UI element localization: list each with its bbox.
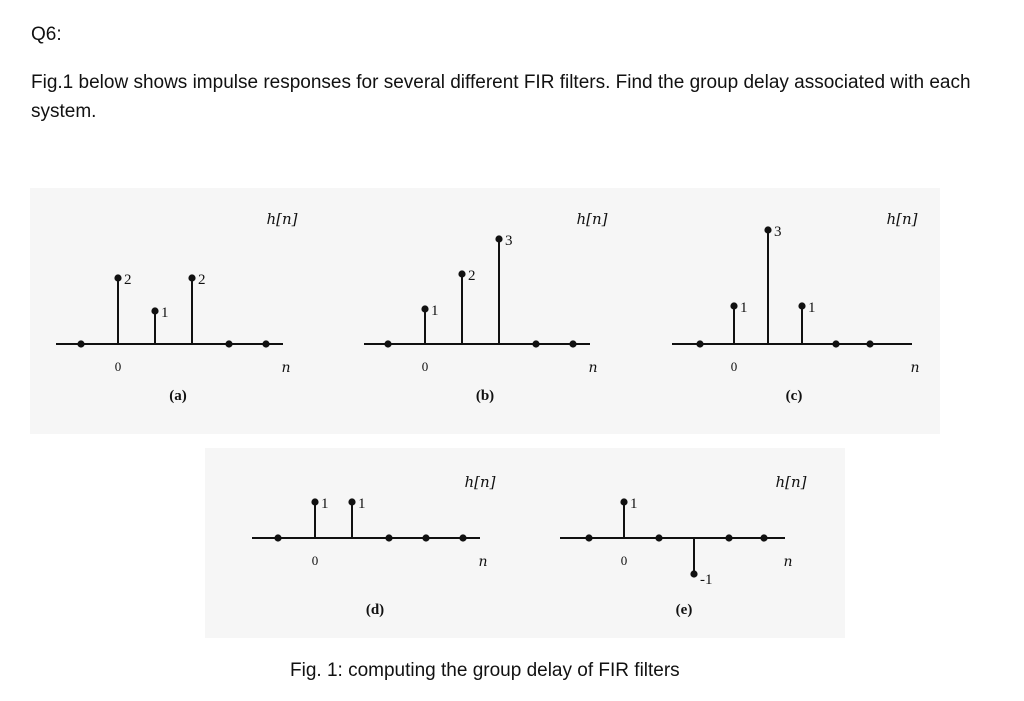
- stem-marker: [151, 307, 159, 315]
- stem-marker: [459, 534, 467, 542]
- h-n-title: h[n]: [775, 473, 806, 491]
- panel-letter: (b): [476, 388, 494, 404]
- stem-value-label: -1: [700, 572, 713, 588]
- h-n-title: h[n]: [886, 210, 917, 228]
- panel-letter: (d): [366, 602, 384, 618]
- stem-plot-d: 1 1 0 n h[n] (d): [252, 473, 496, 618]
- stem-plot-c: 1 3 1 0 n h[n] (c): [672, 210, 920, 404]
- stem-marker: [585, 534, 593, 542]
- stem-plot-b: 1 2 3 0 n h[n] (b): [364, 210, 608, 404]
- stem-value-label: 3: [505, 233, 513, 249]
- stem-value-label: 1: [740, 300, 748, 316]
- stem-marker: [421, 305, 429, 313]
- stem-value-label: 1: [321, 496, 329, 512]
- stem-value-label: 2: [198, 272, 206, 288]
- n-axis-label: n: [783, 554, 792, 570]
- stem-marker: [569, 340, 577, 348]
- stem-value-label: 2: [124, 272, 132, 288]
- stem-marker: [764, 226, 772, 234]
- figure-panel-top: [30, 188, 940, 434]
- stem-value-label: 2: [468, 268, 476, 284]
- stem-value-label: 3: [774, 224, 782, 240]
- question-text: Fig.1 below shows impulse responses for …: [31, 72, 971, 122]
- h-n-title: h[n]: [266, 210, 297, 228]
- stem-value-label: 1: [358, 496, 366, 512]
- stem-marker: [225, 340, 233, 348]
- question-number: Q6:: [31, 24, 62, 45]
- stem-marker: [832, 340, 840, 348]
- stem-marker: [866, 340, 874, 348]
- stem-marker: [532, 340, 540, 348]
- stem-marker: [760, 534, 768, 542]
- panel-letter: (c): [786, 388, 803, 404]
- stem-marker: [384, 340, 392, 348]
- stem-marker: [262, 340, 270, 348]
- origin-label: 0: [115, 359, 122, 374]
- stem-marker: [274, 534, 282, 542]
- stem-plot-e: 1 -1 0 n h[n] (e): [560, 473, 807, 618]
- stem-marker: [458, 270, 466, 278]
- stem-value-label: 1: [431, 303, 439, 319]
- stem-marker: [620, 498, 628, 506]
- stem-marker: [730, 302, 738, 310]
- stem-marker: [655, 534, 663, 542]
- stem-marker: [696, 340, 704, 348]
- origin-label: 0: [621, 553, 628, 568]
- stem-value-label: 1: [808, 300, 816, 316]
- stem-marker: [725, 534, 733, 542]
- stem-marker: [385, 534, 393, 542]
- stem-marker: [114, 274, 122, 282]
- stem-marker: [77, 340, 85, 348]
- h-n-title: h[n]: [576, 210, 607, 228]
- stem-value-label: 1: [161, 305, 169, 321]
- figure-panel-bottom: [205, 448, 845, 638]
- stem-marker: [348, 498, 356, 506]
- panel-letter: (a): [169, 388, 187, 404]
- h-n-title: h[n]: [464, 473, 495, 491]
- n-axis-label: n: [281, 360, 290, 376]
- stem-marker: [188, 274, 196, 282]
- n-axis-label: n: [588, 360, 597, 376]
- stem-marker: [311, 498, 319, 506]
- stem-plot-a: 2 1 2 0 n h[n] (a): [56, 210, 298, 404]
- stem-marker: [495, 235, 503, 243]
- panel-letter: (e): [676, 602, 693, 618]
- stem-marker: [690, 570, 698, 578]
- n-axis-label: n: [478, 554, 487, 570]
- figure-caption: Fig. 1: computing the group delay of FIR…: [290, 660, 680, 681]
- origin-label: 0: [312, 553, 319, 568]
- origin-label: 0: [731, 359, 738, 374]
- n-axis-label: n: [910, 360, 919, 376]
- origin-label: 0: [422, 359, 429, 374]
- stem-marker: [798, 302, 806, 310]
- stem-marker: [422, 534, 430, 542]
- stem-value-label: 1: [630, 496, 638, 512]
